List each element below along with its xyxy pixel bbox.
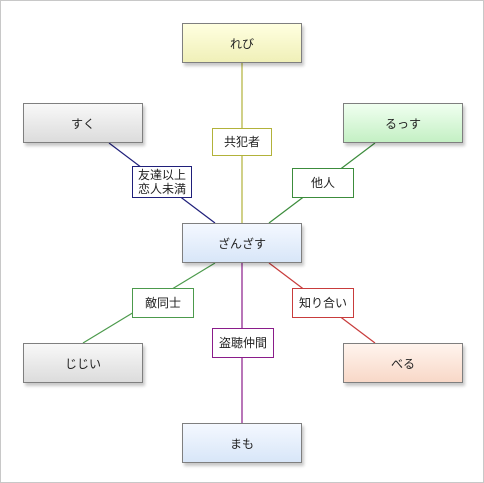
node-rebi[interactable]: れび — [182, 23, 302, 63]
node-rebi-label: れび — [229, 36, 254, 51]
relation-text-top-left-2: 恋人未満 — [137, 182, 186, 196]
relation-label-top: 共犯者 — [212, 128, 272, 156]
node-mamo[interactable]: まも — [182, 423, 302, 463]
relation-text-top: 共犯者 — [223, 135, 260, 149]
node-russu-label: るっす — [384, 116, 421, 131]
node-mamo-label: まも — [229, 436, 254, 451]
node-jijii-label: じじい — [64, 356, 101, 371]
node-russu[interactable]: るっす — [343, 103, 463, 143]
relation-text-top-left-1: 友達以上 — [137, 168, 186, 182]
relation-text-bottom-right: 知り合い — [298, 296, 347, 310]
node-suku[interactable]: すく — [23, 103, 143, 143]
relation-label-top-left: 友達以上 恋人未満 — [132, 166, 192, 198]
node-beru-label: べる — [390, 356, 415, 371]
node-suku-label: すく — [70, 116, 95, 131]
node-xanxus-label: ざんざす — [217, 236, 266, 251]
relation-label-bottom-right: 知り合い — [292, 288, 354, 318]
relation-text-bottom-left: 敵同士 — [144, 296, 181, 310]
relation-text-top-right: 他人 — [310, 176, 335, 190]
relation-label-top-right: 他人 — [292, 168, 354, 198]
relation-label-bottom: 盗聴仲間 — [212, 328, 274, 358]
relation-text-bottom: 盗聴仲間 — [218, 336, 267, 350]
relation-label-bottom-left: 敵同士 — [132, 288, 194, 318]
node-jijii[interactable]: じじい — [23, 343, 143, 383]
node-beru[interactable]: べる — [343, 343, 463, 383]
node-xanxus[interactable]: ざんざす — [182, 223, 302, 263]
